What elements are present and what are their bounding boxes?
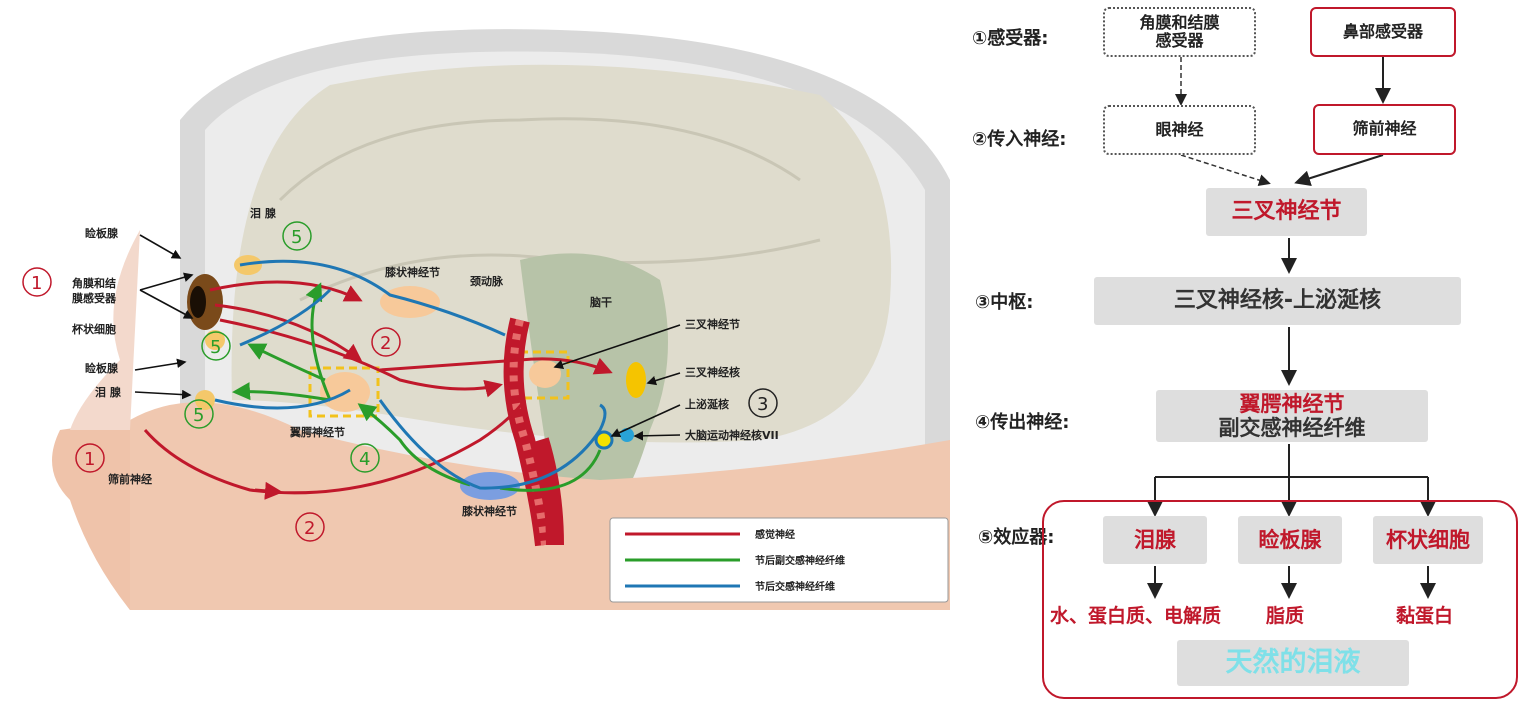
legend-label-sensory: 感觉神经 xyxy=(755,528,795,541)
receptor-nose-box: 鼻部感受器 xyxy=(1310,7,1456,57)
step2-label: ②传入神经: xyxy=(972,129,1067,150)
label-carotid: 颈动脉 xyxy=(470,274,504,288)
product-lacrimal: 水、蛋白质、电解质 xyxy=(1050,605,1222,627)
center-label: 三叉神经核-上泌涎核 xyxy=(1173,288,1382,314)
sympathetic-fibers xyxy=(214,259,607,490)
label-pterygopalatine: 翼腭神经节 xyxy=(289,425,345,439)
facial-nucleus-shape xyxy=(620,428,634,442)
product-meibomian: 脂质 xyxy=(1266,605,1305,627)
svg-text:2: 2 xyxy=(304,518,315,539)
trigeminal-highlight xyxy=(518,350,570,400)
carotid-artery xyxy=(503,317,564,547)
label-brainstem: 脑干 xyxy=(590,295,612,309)
svg-text:1: 1 xyxy=(84,449,95,470)
step3-label: ③中枢: xyxy=(975,292,1034,313)
receptor-eye-line2: 感受器 xyxy=(1155,31,1204,50)
nerve-eye-box: 眼神经 xyxy=(1103,105,1256,155)
legend: 感觉神经 节后副交感神经纤维 节后交感神经纤维 xyxy=(609,517,949,603)
svg-text:1: 1 xyxy=(31,273,42,294)
nerve-nose-box: 筛前神经 xyxy=(1313,104,1456,155)
svg-text:3: 3 xyxy=(757,394,768,415)
label-trigeminal-ganglion: 三叉神经节 xyxy=(685,317,740,331)
label-goblet: 杯状细胞 xyxy=(72,322,116,336)
label-meibomian-low: 睑板腺 xyxy=(85,361,119,375)
effector-meibomian: 睑板腺 xyxy=(1238,516,1342,564)
effector-goblet: 杯状细胞 xyxy=(1373,516,1483,564)
label-facial-nucleus: 大脑运动神经核VII xyxy=(685,428,779,442)
nerve-eye-label: 眼神经 xyxy=(1155,119,1204,139)
step-markers: 1 1 2 2 3 4 5 5 5 xyxy=(22,221,778,542)
head-anatomy-illustration: 睑板腺 角膜和结 膜感受器 杯状细胞 睑板腺 泪 腺 泪 腺 膝状神经节 颈动脉… xyxy=(22,29,950,611)
parasympathetic-fibers xyxy=(232,282,602,492)
receptor-nose-label: 鼻部感受器 xyxy=(1342,21,1423,41)
nerve-nose-label: 筛前神经 xyxy=(1352,119,1417,139)
label-cornea-receptor-2: 膜感受器 xyxy=(72,291,117,305)
svg-text:5: 5 xyxy=(210,337,221,358)
geniculate-ganglion-shape xyxy=(380,286,440,318)
effector-lacrimal: 泪腺 xyxy=(1103,516,1207,564)
svg-text:5: 5 xyxy=(193,405,204,426)
label-sup-salivatory: 上泌涎核 xyxy=(685,397,729,411)
label-geniculate-low: 膝状神经节 xyxy=(462,504,517,518)
result-box: 天然的泪液 xyxy=(1177,640,1409,686)
svg-text:2: 2 xyxy=(380,333,391,354)
trigeminal-ganglion-box: 三叉神经节 xyxy=(1206,188,1367,236)
effector-group-frame xyxy=(1042,500,1518,699)
effector-lacrimal-label: 泪腺 xyxy=(1134,527,1176,552)
center-box: 三叉神经核-上泌涎核 xyxy=(1094,277,1461,325)
geniculate-low-shape xyxy=(460,472,520,500)
efferent-line2: 副交感神经纤维 xyxy=(1218,416,1366,440)
flowchart-connectors xyxy=(1147,57,1436,599)
label-cornea-receptor-1: 角膜和结 xyxy=(72,276,116,290)
label-meibomian-top: 睑板腺 xyxy=(85,226,119,240)
label-ethmoid-nerve: 筛前神经 xyxy=(108,472,152,486)
effector-meibomian-label: 睑板腺 xyxy=(1258,527,1322,552)
label-leaders xyxy=(134,234,681,441)
pterygopalatine-highlight xyxy=(308,366,380,418)
label-lacrimal-top: 泪 腺 xyxy=(250,206,277,220)
step5-label: ⑤效应器: xyxy=(978,527,1055,548)
trigeminal-nucleus-shape xyxy=(626,362,646,398)
svg-text:5: 5 xyxy=(291,227,302,248)
step4-label: ④传出神经: xyxy=(975,412,1070,433)
effector-goblet-label: 杯状细胞 xyxy=(1386,527,1470,552)
product-goblet: 黏蛋白 xyxy=(1396,605,1454,627)
receptor-eye-line1: 角膜和结膜 xyxy=(1139,12,1220,32)
label-trigeminal-nucleus: 三叉神经核 xyxy=(685,365,740,379)
receptor-eye-box: 角膜和结膜 感受器 xyxy=(1103,7,1256,57)
efferent-line1: 翼腭神经节 xyxy=(1239,391,1345,416)
svg-text:4: 4 xyxy=(359,449,370,470)
legend-label-sympathetic: 节后交感神经纤维 xyxy=(755,580,835,593)
step1-label: ①感受器: xyxy=(972,28,1049,49)
trigeminal-ganglion-shape xyxy=(529,360,561,388)
label-geniculate: 膝状神经节 xyxy=(385,265,440,279)
label-lacrimal-low: 泪 腺 xyxy=(95,385,122,399)
trigeminal-ganglion-label: 三叉神经节 xyxy=(1231,199,1342,225)
result-label: 天然的泪液 xyxy=(1225,647,1361,679)
efferent-box: 翼腭神经节 副交感神经纤维 xyxy=(1156,390,1428,442)
sensory-nerves xyxy=(143,280,613,500)
sup-salivatory-shape xyxy=(594,430,614,450)
legend-label-parasympathetic: 节后副交感神经纤维 xyxy=(755,554,845,567)
